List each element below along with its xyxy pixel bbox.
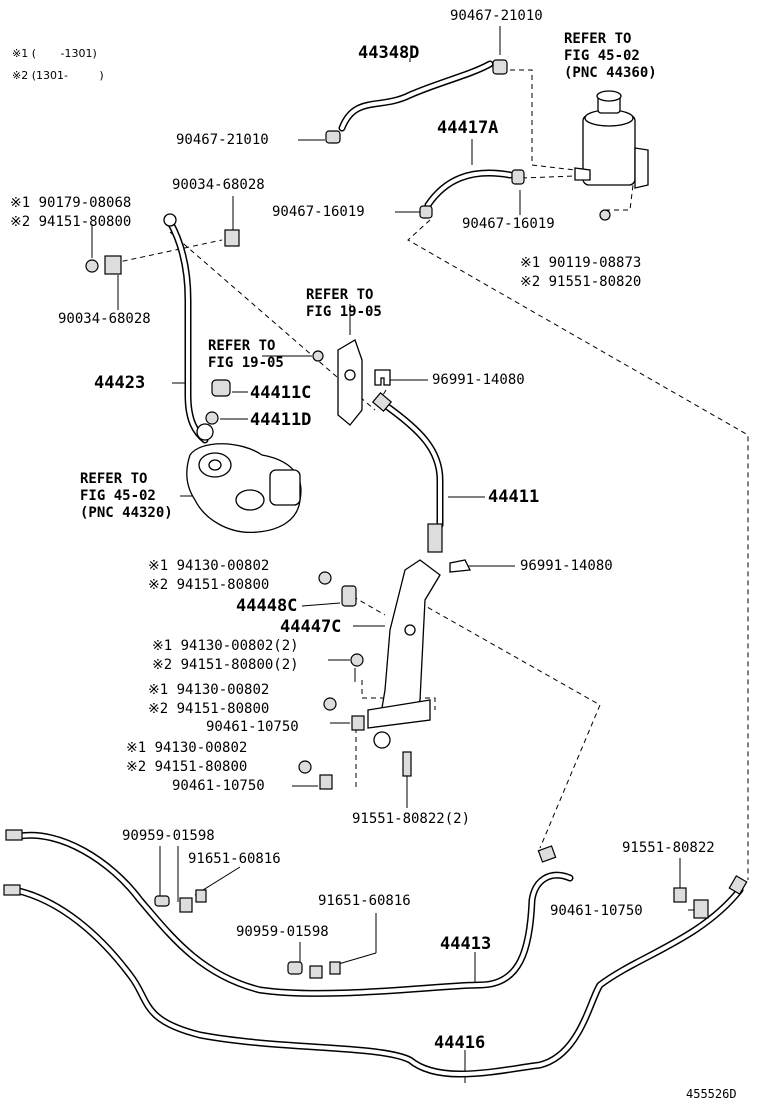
ref-fig-45-02-reservoir-line2: FIG 45-02 [564,48,640,64]
part-label-90467-21010-top: 90467-21010 [450,8,543,24]
part-label-91551-80820: ※2 91551-80820 [520,274,642,290]
power-steering-pump [186,423,302,534]
part-label-94130-00802-2: ※1 94130-00802(2) [152,638,299,654]
part-label-44417A: 44417A [437,118,499,138]
ref-fig-45-02-reservoir-line3: (PNC 44360) [564,65,657,81]
part-label-90034-68028-bot: 90034-68028 [58,311,151,327]
hose-44411 [381,401,444,529]
leader-lines [91,26,698,1083]
ref-fig-19-05-b-line1: REFER TO [208,338,276,354]
part-label-90461-10750-b: 90461-10750 [172,778,265,794]
hose-44417A [424,169,514,209]
ref-fig-19-05-a-line2: FIG 19-05 [306,304,382,320]
ref-fig-19-05-b-line2: FIG 19-05 [208,355,284,371]
part-label-96991-14080-b: 96991-14080 [520,558,613,574]
part-label-90179-08068: ※1 90179-08068 [10,195,132,211]
legend-note-2: ※2 (1301- ) [12,69,104,82]
part-label-94130-00802-c: ※1 94130-00802 [148,682,270,698]
part-label-44411: 44411 [488,487,540,507]
part-label-44411C: 44411C [250,383,312,403]
part-label-44411D: 44411D [250,410,312,430]
part-label-91651-60816-a: 91651-60816 [188,851,281,867]
ref-fig-19-05-a-line1: REFER TO [306,287,374,303]
part-label-90461-10750-c: 90461-10750 [550,903,643,919]
part-label-91551-80822-2: 91551-80822(2) [352,811,471,827]
part-label-44423: 44423 [94,373,146,393]
ref-fig-45-02-reservoir-line1: REFER TO [564,31,632,47]
part-label-94151-80800-a: ※2 94151-80800 [148,577,270,593]
part-label-94130-00802-d: ※1 94130-00802 [126,740,248,756]
bracket-44447C [367,559,441,749]
part-label-94151-80800-d: ※2 94151-80800 [126,759,248,775]
part-label-90959-01598-b: 90959-01598 [236,924,329,940]
part-label-91651-60816-b: 91651-60816 [318,893,411,909]
ref-fig-45-02-pump-line3: (PNC 44320) [80,505,173,521]
hose-44348D [338,60,494,132]
reservoir-tank [574,90,649,189]
ref-fig-45-02-pump-line1: REFER TO [80,471,148,487]
diagram-id: 455526D [686,1087,737,1101]
part-label-44413: 44413 [440,934,492,954]
pipe-44423 [166,218,209,444]
part-label-94130-00802-a: ※1 94130-00802 [148,558,270,574]
part-label-96991-14080-a: 96991-14080 [432,372,525,388]
part-label-44447C: 44447C [280,617,342,637]
legend-note-1: ※1 ( -1301) [12,47,97,60]
pipe-44416 [11,886,744,1078]
pipe-44413 [16,831,574,997]
part-label-90461-10750-a: 90461-10750 [206,719,299,735]
part-label-94151-80800-2: ※2 94151-80800(2) [152,657,299,673]
part-label-44416: 44416 [434,1033,486,1053]
part-label-90467-21010-mid: 90467-21010 [176,132,269,148]
part-label-94151-80800-top: ※2 94151-80800 [10,214,132,230]
part-label-90119-08873: ※1 90119-08873 [520,255,642,271]
part-label-90959-01598-a: 90959-01598 [122,828,215,844]
part-label-90034-68028-top: 90034-68028 [172,177,265,193]
part-label-44348D: 44348D [358,43,420,63]
pipe-fittings [3,392,748,896]
part-label-91551-80822: 91551-80822 [622,840,715,856]
part-label-94151-80800-c: ※2 94151-80800 [148,701,270,717]
part-label-44448C: 44448C [236,596,298,616]
part-label-90467-16019-a: 90467-16019 [272,204,365,220]
bracket-19-05 [337,339,363,426]
ref-fig-45-02-pump-line2: FIG 45-02 [80,488,156,504]
part-label-90467-16019-b: 90467-16019 [462,216,555,232]
small-parts [85,59,709,979]
